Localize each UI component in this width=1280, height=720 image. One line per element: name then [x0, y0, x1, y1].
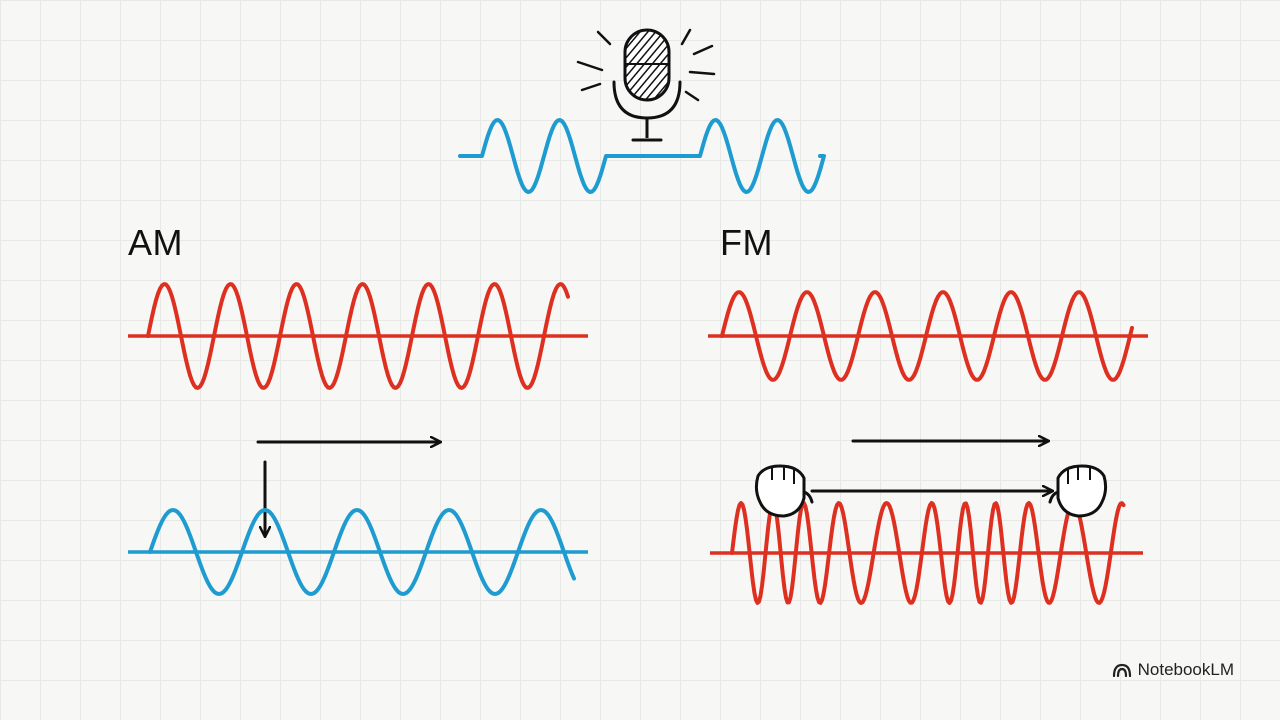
- audio-signal-wave: [458, 118, 826, 194]
- fm-modulated-wave: [730, 501, 1126, 605]
- fm-label: FM: [720, 222, 773, 263]
- microphone-icon: [576, 28, 716, 142]
- fm-panel: [708, 290, 1148, 605]
- am-signal-wave: [148, 508, 576, 596]
- am-carrier-wave: [146, 282, 570, 390]
- notebooklm-logo-icon: [1112, 663, 1131, 677]
- am-label: AM: [128, 222, 183, 263]
- hand-icon: [754, 464, 814, 518]
- audio-signal-group: [458, 28, 826, 194]
- fm-carrier-wave: [720, 290, 1134, 382]
- am-panel: [128, 282, 588, 596]
- notebooklm-brand: NotebookLM: [1112, 660, 1234, 680]
- brand-name: NotebookLM: [1137, 660, 1234, 679]
- hand-icon: [1048, 464, 1108, 518]
